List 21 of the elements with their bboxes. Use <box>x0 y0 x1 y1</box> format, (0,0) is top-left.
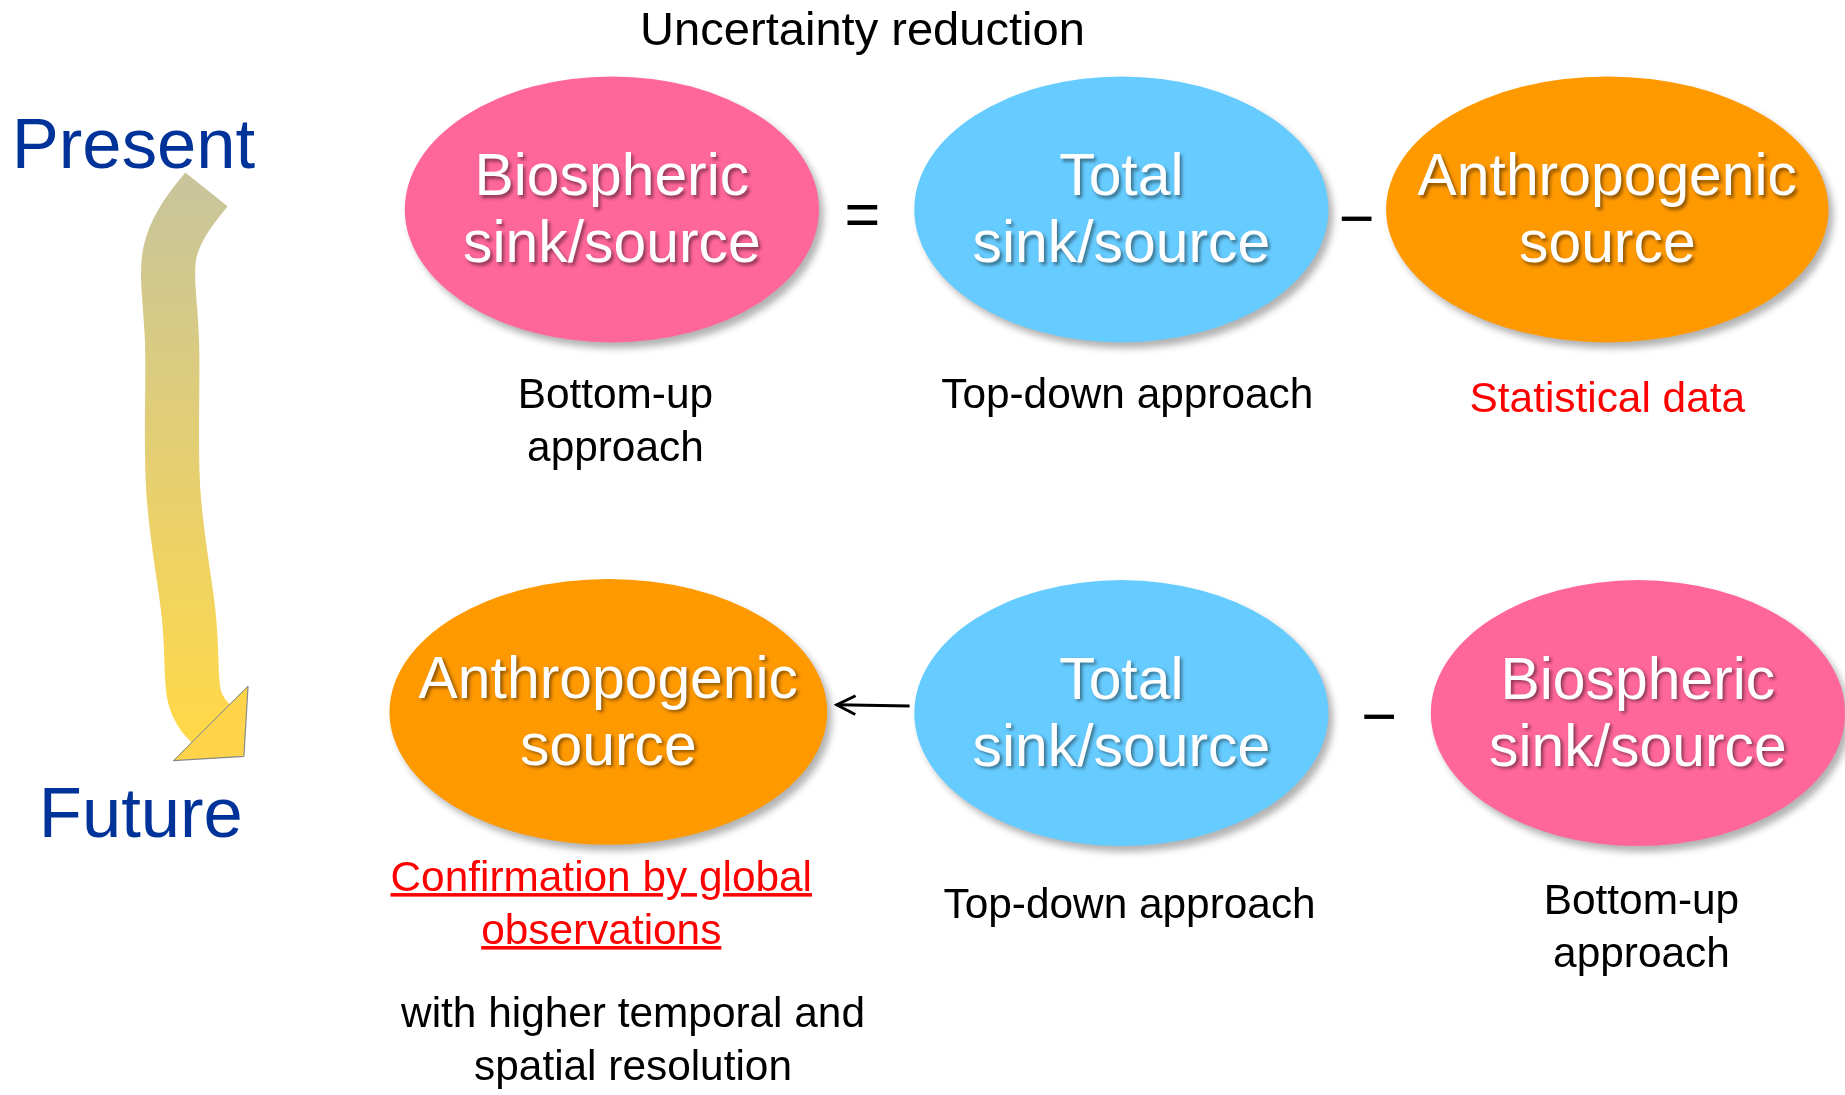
node-label: Biospheric sink/source <box>1488 645 1788 781</box>
node-label: Total sink/source <box>971 141 1272 278</box>
caption-text: Statistical data <box>1468 372 1747 424</box>
caption-text: Bottom-up approach <box>1542 874 1741 979</box>
caption-text: Top-down approach <box>942 877 1317 930</box>
operator-symbol: − <box>1361 680 1397 751</box>
curved-arrow <box>141 172 249 762</box>
operator-symbol: − <box>1338 182 1375 253</box>
caption-text: Bottom-up approach <box>516 368 715 473</box>
row-label: Future <box>38 771 243 854</box>
diagram-title: Uncertainty reduction <box>640 2 1085 56</box>
node-label: Anthropogenic source <box>1416 141 1799 278</box>
arrow <box>835 694 910 716</box>
operator-symbol: = <box>844 179 881 250</box>
caption-text: with higher temporal and spatial resolution <box>400 987 866 1092</box>
caption-text: Top-down approach <box>940 368 1315 420</box>
row-label: Present <box>11 103 256 185</box>
node-label: Total sink/source <box>971 645 1272 781</box>
node-label: Biospheric sink/source <box>462 141 762 278</box>
caption-text: Confirmation by global observations <box>389 850 813 956</box>
node-label: Anthropogenic source <box>417 644 800 780</box>
